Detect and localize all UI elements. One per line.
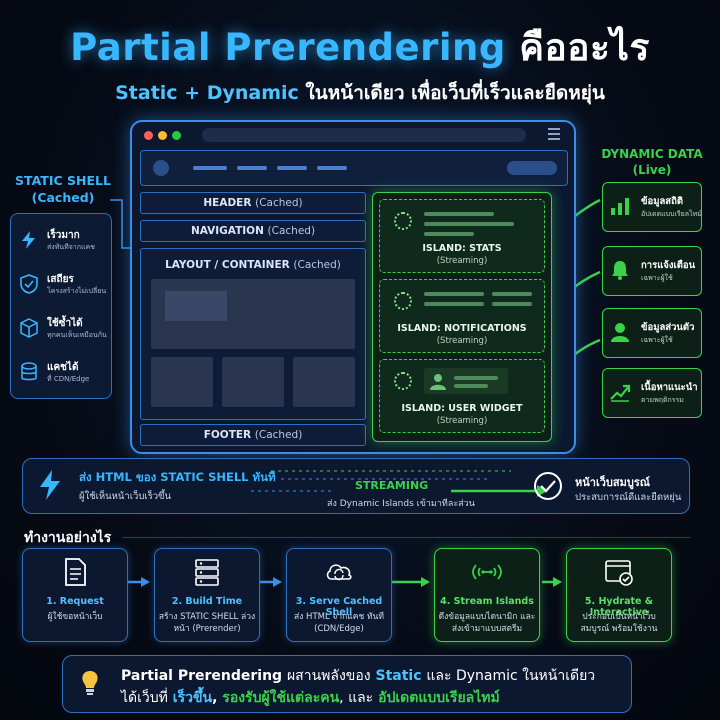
- lightning-icon: [40, 470, 60, 500]
- island-user-widget: ISLAND: USER WIDGET (Streaming): [379, 359, 545, 433]
- server-icon: [195, 559, 219, 586]
- content-placeholder: [151, 279, 355, 349]
- trend-up-icon: [610, 384, 631, 402]
- maximize-dot: [172, 131, 181, 140]
- feature-stable: เสถียร โครงสร้างไม่เปลี่ยน: [19, 268, 109, 308]
- page-title: Partial Prerendering คืออะไร: [0, 18, 720, 77]
- card-placeholder-1: [151, 357, 213, 407]
- process-arrows: [126, 577, 562, 587]
- stream-right-title: หน้าเว็บสมบูรณ์: [575, 476, 650, 489]
- close-dot: [144, 131, 153, 140]
- hamburger-icon: [548, 128, 560, 140]
- how-divider: [122, 537, 690, 538]
- step-serve-cached: 3. Serve Cached Shell ส่ง HTML จากแคช ทั…: [286, 548, 392, 642]
- cube-icon: [20, 318, 38, 338]
- static-shell-label: STATIC SHELL (Cached): [15, 173, 111, 205]
- top-nav-mock: [140, 150, 568, 186]
- navigation-block: NAVIGATION (Cached): [140, 220, 366, 242]
- dynamic-stats-card: ข้อมูลสถิติ อัปเดตแบบเรียลไทม์: [602, 182, 702, 232]
- feature-reusable: ใช้ซ้ำได้ ทุกคนเห็นเหมือนกัน: [19, 312, 109, 352]
- subtitle-rest: ในหน้าเดียว เพื่อเว็บที่เร็วและยืดหยุ่น: [305, 82, 605, 104]
- loading-spinner-icon: [394, 292, 412, 310]
- island-stats: ISLAND: STATS (Streaming): [379, 199, 545, 273]
- summary-line-2: ได้เว็บที่ เร็วขึ้น, รองรับผู้ใช้แต่ละคน…: [121, 690, 500, 706]
- stream-right-desc: ประสบการณ์ดีและยืดหยุ่น: [575, 492, 682, 503]
- streaming-flow-bar: ส่ง HTML ของ STATIC SHELL ทันที ผู้ใช้เห…: [22, 458, 690, 514]
- stream-mid-title: STREAMING: [355, 479, 429, 492]
- step-stream-islands: 4. Stream Islands ดึงข้อมูลแบบไดนามิก แล…: [434, 548, 540, 642]
- signal-waves-icon: [472, 564, 502, 580]
- url-bar: [202, 128, 526, 142]
- card-placeholder-3: [293, 357, 355, 407]
- title-thai: คืออะไร: [519, 26, 650, 69]
- static-shell-features: เร็วมาก ส่งทันทีจากแคช เสถียร โครงสร้างไ…: [10, 213, 112, 399]
- layout-container-block: LAYOUT / CONTAINER (Cached): [140, 248, 366, 420]
- summary-line-1: Partial Prerendering ผสานพลังของ Static …: [121, 668, 596, 684]
- dynamic-notifications-card: การแจ้งเตือน เฉพาะผู้ใช้: [602, 246, 702, 296]
- cloud-sync-icon: [326, 564, 352, 581]
- island-notifications: ISLAND: NOTIFICATIONS (Streaming): [379, 279, 545, 353]
- logo-placeholder: [153, 160, 169, 176]
- bell-icon: [612, 261, 628, 280]
- lightning-icon: [22, 231, 35, 249]
- browser-window: HEADER (Cached) NAVIGATION (Cached) LAYO…: [130, 120, 576, 454]
- feature-cacheable: แคชได้ ที่ CDN/Edge: [19, 356, 109, 396]
- browser-check-icon: [605, 560, 633, 586]
- database-icon: [21, 362, 37, 381]
- card-placeholder-2: [222, 357, 284, 407]
- lightbulb-icon: [82, 671, 98, 695]
- footer-block: FOOTER (Cached): [140, 424, 366, 446]
- minimize-dot: [158, 131, 167, 140]
- step-request: 1. Request ผู้ใช้ขอหน้าเว็บ: [22, 548, 128, 642]
- user-icon: [611, 323, 629, 342]
- loading-spinner-icon: [394, 372, 412, 390]
- dynamic-recommend-card: เนื้อหาแนะนำ ตามพฤติกรรม: [602, 368, 702, 418]
- how-it-works-title: ทำงานอย่างไร: [24, 530, 112, 546]
- dynamic-data-label: DYNAMIC DATA (Live): [601, 147, 703, 177]
- shield-check-icon: [20, 274, 38, 294]
- streaming-arrows: [251, 470, 547, 497]
- stream-left-desc: ผู้ใช้เห็นหน้าเว็บเร็วขึ้น: [79, 491, 172, 502]
- stream-left-title: ส่ง HTML ของ STATIC SHELL ทันที: [79, 470, 276, 484]
- dynamic-profile-card: ข้อมูลส่วนตัว เฉพาะผู้ใช้: [602, 308, 702, 358]
- header-block: HEADER (Cached): [140, 192, 366, 214]
- feature-fast: เร็วมาก ส่งทันทีจากแคช: [19, 224, 109, 264]
- page-subtitle: Static + Dynamic ในหน้าเดียว เพื่อเว็บที…: [0, 78, 720, 108]
- summary-box: Partial Prerendering ผสานพลังของ Static …: [62, 655, 632, 713]
- loading-spinner-icon: [394, 212, 412, 230]
- title-main: Partial Prerendering: [70, 26, 506, 69]
- step-build-time: 2. Build Time สร้าง STATIC SHELL ล่วงหน้…: [154, 548, 260, 642]
- step-hydrate: 5. Hydrate & Interactive ประกอบเป็นหน้าเ…: [566, 548, 672, 642]
- dynamic-islands-column: ISLAND: STATS (Streaming) ISLAND: NOTIFI…: [372, 192, 552, 442]
- stream-mid-desc: ส่ง Dynamic Islands เข้ามาทีละส่วน: [327, 499, 475, 509]
- nav-button-placeholder: [507, 161, 557, 175]
- document-icon: [65, 558, 86, 586]
- subtitle-highlight: Static + Dynamic: [115, 82, 299, 104]
- user-avatar-icon: [430, 374, 446, 390]
- check-circle-icon: [534, 472, 562, 500]
- bar-chart-icon: [611, 198, 629, 215]
